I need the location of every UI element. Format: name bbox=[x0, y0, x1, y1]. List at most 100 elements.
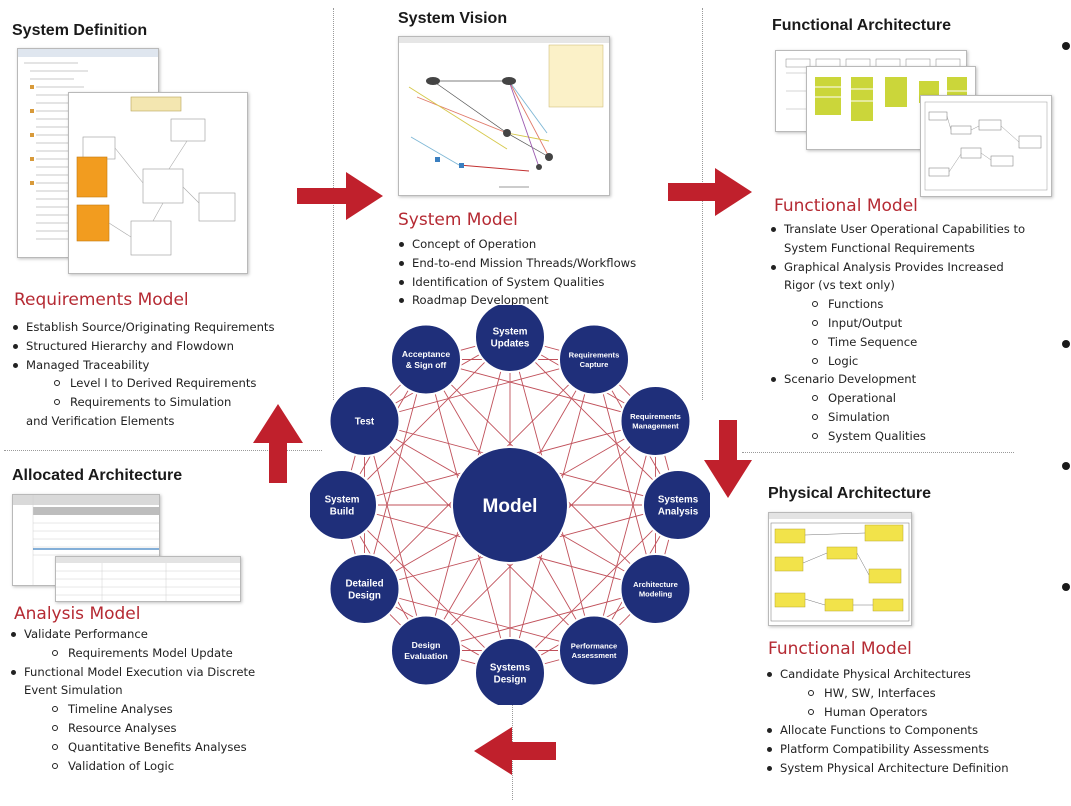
arrow-left-bottom bbox=[474, 727, 556, 775]
functional-thumbnail-front bbox=[920, 95, 1052, 197]
node-acceptance-sign-off-circle bbox=[390, 323, 462, 396]
node-architecture-modeling-label: Modeling bbox=[639, 589, 673, 598]
node-detailed-design-label: Design bbox=[348, 590, 381, 601]
list-item: Functional Model Execution via Discrete bbox=[8, 663, 255, 682]
wheel-edge bbox=[425, 359, 656, 422]
wheel-edge bbox=[364, 588, 595, 651]
sub-list-item: Quantitative Benefits Analyses bbox=[8, 738, 255, 757]
sub-list-item: Input/Output bbox=[768, 314, 1025, 333]
node-detailed-design-circle bbox=[328, 553, 401, 625]
wheel-edge bbox=[509, 504, 679, 674]
functional-architecture-title: Functional Architecture bbox=[772, 17, 951, 34]
list-item: Roadmap Development bbox=[396, 291, 636, 310]
model-center-circle bbox=[451, 446, 569, 564]
sub-list-item: HW, SW, Interfaces bbox=[764, 684, 1009, 703]
node-detailed-design-label: Detailed bbox=[345, 579, 383, 590]
node-system-build-label: System bbox=[325, 495, 360, 506]
sub-list-item: Logic bbox=[768, 352, 1025, 371]
list-item: Establish Source/Originating Requirement… bbox=[10, 318, 275, 337]
list-item: and Verification Elements bbox=[26, 413, 175, 428]
list-item: Scenario Development bbox=[768, 370, 1025, 389]
node-acceptance-sign-off-label: Acceptance bbox=[402, 349, 450, 359]
analysis-model-title: Analysis Model bbox=[14, 604, 141, 624]
sub-list-item: Human Operators bbox=[764, 703, 1009, 722]
node-requirements-management-label: Requirements bbox=[630, 412, 681, 421]
list-item: Identification of System Qualities bbox=[396, 273, 636, 292]
sub-list-item: Simulation bbox=[768, 408, 1025, 427]
allocated-thumbnail-front bbox=[55, 556, 241, 602]
wheel-edge bbox=[425, 588, 656, 651]
arrow-right-top-right bbox=[668, 168, 752, 216]
node-acceptance-sign-off-label: & Sign off bbox=[406, 360, 447, 370]
sub-list-item: System Qualities bbox=[768, 427, 1025, 446]
wheel-edge bbox=[509, 336, 679, 506]
physical-architecture-title: Physical Architecture bbox=[768, 485, 932, 502]
sub-list-item: Functions bbox=[768, 295, 1025, 314]
list-item: Graphical Analysis Provides Increased bbox=[768, 258, 1025, 277]
list-item: Rigor (vs text only) bbox=[784, 278, 895, 293]
node-acceptance-sign-off: Acceptance& Sign off bbox=[390, 323, 462, 396]
node-system-build-circle bbox=[310, 469, 378, 541]
list-item: System Functional Requirements bbox=[784, 240, 975, 255]
node-system-build-label: Build bbox=[330, 506, 355, 517]
allocated-architecture-title: Allocated Architecture bbox=[12, 467, 183, 484]
node-requirements-capture-label: Capture bbox=[580, 360, 609, 369]
node-requirements-management-label: Management bbox=[632, 421, 679, 430]
node-architecture-modeling-circle bbox=[619, 553, 692, 625]
wheel-edge bbox=[364, 420, 427, 651]
node-performance-assessment-circle bbox=[558, 614, 630, 687]
divider-bottom bbox=[512, 700, 513, 800]
wheel-edge bbox=[364, 359, 427, 590]
list-item: System Physical Architecture Definition bbox=[764, 759, 1009, 778]
model-wheel: SystemUpdatesRequirementsCaptureRequirem… bbox=[310, 305, 710, 705]
physical-architecture-graphic bbox=[769, 513, 911, 622]
requirements-diagram-thumbnail bbox=[68, 92, 248, 274]
node-systems-design-label: Systems bbox=[490, 663, 531, 674]
node-design-evaluation-label: Evaluation bbox=[404, 651, 447, 661]
sub-list-item: Requirements to Simulation bbox=[10, 393, 275, 412]
node-requirements-capture-label: Requirements bbox=[569, 350, 620, 359]
node-test-circle bbox=[328, 385, 401, 457]
requirements-diagram-graphic bbox=[76, 96, 236, 256]
divider-right-horizontal bbox=[742, 452, 1014, 453]
model-center-label: Model bbox=[483, 496, 538, 517]
cropped-bullet-4 bbox=[1062, 583, 1070, 591]
list-item: Platform Compatibility Assessments bbox=[764, 740, 1009, 759]
sub-list-item: Requirements Model Update bbox=[8, 644, 255, 663]
node-test: Test bbox=[328, 385, 401, 457]
wheel-edge bbox=[593, 420, 656, 651]
node-design-evaluation-label: Design bbox=[412, 640, 441, 650]
allocated-thumbnail-back-graphic bbox=[13, 495, 159, 585]
physical-functional-model-title: Functional Model bbox=[768, 639, 912, 659]
list-item: Managed Traceability bbox=[10, 356, 275, 375]
physical-architecture-thumbnail bbox=[768, 512, 912, 626]
system-vision-title: System Vision bbox=[398, 10, 508, 27]
cropped-bullet-2 bbox=[1062, 340, 1070, 348]
system-vision-graphic bbox=[399, 37, 609, 188]
requirements-model-title: Requirements Model bbox=[14, 290, 189, 310]
sub-list-item: Validation of Logic bbox=[8, 757, 255, 776]
sub-list-item: Resource Analyses bbox=[8, 719, 255, 738]
functional-thumbnail-front-graphic bbox=[924, 101, 1048, 191]
node-system-updates-label: System bbox=[493, 327, 528, 338]
node-architecture-modeling-label: Architecture bbox=[633, 580, 678, 589]
sub-list-item: Level I to Derived Requirements bbox=[10, 374, 275, 393]
list-item: Candidate Physical Architectures bbox=[764, 665, 1009, 684]
sub-list-item: Timeline Analyses bbox=[8, 700, 255, 719]
node-systems-design-label: Design bbox=[494, 674, 527, 685]
list-item: Allocate Functions to Components bbox=[764, 721, 1009, 740]
arrow-right-top-left bbox=[297, 172, 383, 220]
requirements-model-list: Establish Source/Originating Requirement… bbox=[10, 318, 275, 431]
wheel-edge bbox=[364, 359, 595, 422]
node-performance-assessment-label: Assessment bbox=[572, 651, 617, 660]
list-item: Structured Hierarchy and Flowdown bbox=[10, 337, 275, 356]
